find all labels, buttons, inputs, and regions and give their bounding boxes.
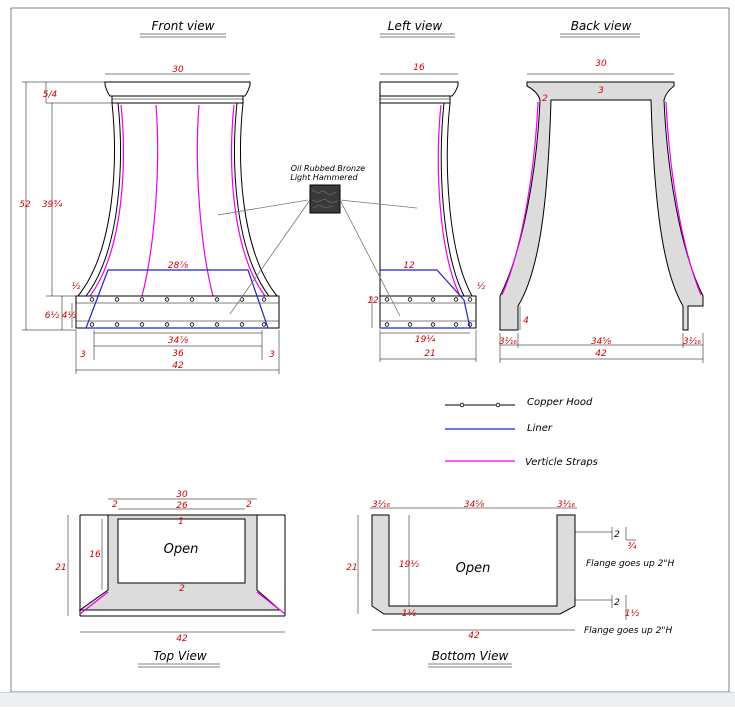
top-left-margin-dim: 2: [112, 500, 118, 510]
front-total-height-dim: 52: [19, 200, 31, 210]
legend-liner: Liner: [527, 423, 553, 434]
top-rim-dim: 1: [178, 517, 184, 527]
back-view: 30 3 2 4 3¹⁄₁₆ 34⅝ 3¹⁄₁₆ 42: [499, 59, 704, 363]
back-right-leg-dim: 3¹⁄₁₆: [683, 337, 701, 347]
bottom-view-title: Bottom View: [432, 649, 509, 663]
back-opening-dim: 34⅝: [591, 337, 611, 347]
front-band-dim: ½: [72, 282, 81, 292]
finish-line2: Light Hammered: [290, 173, 358, 182]
flange-note-top: Flange goes up 2"H: [586, 559, 674, 569]
bottom-open-label: Open: [456, 561, 491, 576]
front-inner-width-dim: 36: [172, 349, 184, 359]
front-side-left-dim: 3: [80, 350, 86, 360]
back-side-dim: 2: [542, 94, 548, 104]
top-depth-dim: 21: [55, 563, 66, 573]
top-view: Open 30 26 2 2 1 2 21 16 42: [55, 490, 286, 644]
left-band-dim: ½: [477, 282, 486, 292]
flange-b-dim: ¾: [628, 542, 637, 552]
top-inner-dim: 26: [176, 501, 188, 511]
top-open-label: Open: [164, 542, 199, 557]
bottom-depth-dim: 21: [346, 563, 357, 573]
top-inner-depth-dim: 16: [89, 550, 101, 560]
front-band-h2-dim: 4½: [62, 311, 77, 321]
viewer-bottom-bar: [0, 692, 735, 707]
legend-straps: Verticle Straps: [525, 457, 598, 468]
left-liner-top-dim: 12: [403, 261, 415, 271]
front-side-right-dim: 3: [269, 350, 275, 360]
bottom-left-leg-dim: 3¹⁄₁₆: [372, 500, 390, 510]
left-view-title: Left view: [388, 19, 443, 33]
view-titles: Front view Left view Back view Top View …: [138, 19, 640, 668]
bottom-overall-dim: 42: [468, 631, 480, 641]
legend-copper: Copper Hood: [527, 397, 593, 408]
back-overall-dim: 42: [595, 349, 607, 359]
top-right-margin-dim: 2: [246, 500, 252, 510]
front-overall-dim: 42: [172, 361, 184, 371]
flange-a-dim: 2: [614, 530, 620, 540]
front-view: 30 52 5/4 39¾ 28⅞ ½ 6½ 4½ 34⅞ 36 3 3 42: [19, 65, 311, 374]
bottom-inner-depth-dim: 19½: [399, 560, 419, 570]
top-overall-top-dim: 30: [176, 490, 188, 500]
back-top-width-dim: 30: [595, 59, 607, 69]
front-band-h1-dim: 6½: [45, 311, 60, 321]
front-liner-bottom-dim: 34⅞: [168, 336, 188, 346]
finish-swatch: Oil Rubbed Bronze Light Hammered: [290, 164, 366, 214]
front-view-title: Front view: [152, 19, 215, 33]
bottom-rim-dim: 1½: [402, 609, 417, 619]
front-liner-top-dim: 28⅞: [168, 261, 188, 271]
bottom-right-leg-dim: 3¹⁄₁₆: [557, 500, 575, 510]
back-left-leg-dim: 3¹⁄₁₆: [499, 337, 517, 347]
top-view-title: Top View: [153, 649, 207, 663]
back-foot-dim: 4: [523, 316, 529, 326]
bottom-opening-dim: 34⅝: [464, 500, 484, 510]
front-crown-dim: 5/4: [43, 90, 58, 100]
left-overall-dim: 21: [424, 349, 435, 359]
front-top-width-dim: 30: [172, 65, 184, 75]
back-view-title: Back view: [571, 19, 632, 33]
left-liner-height-dim: 12: [367, 296, 379, 306]
flange-note-bottom: Flange goes up 2"H: [584, 626, 672, 636]
left-top-depth-dim: 16: [413, 63, 425, 73]
finish-line1: Oil Rubbed Bronze: [291, 164, 366, 173]
bottom-view: 3¹⁄₁₆ 34⅝ 3¹⁄₁₆ Open 21 19½ 1½ 42 2 ¾ Fl…: [346, 500, 674, 641]
front-body-height-dim: 39¾: [42, 200, 62, 210]
flange-c-dim: 2: [614, 598, 620, 608]
flange-d-dim: 1½: [625, 609, 640, 619]
left-liner-bottom-dim: 19¼: [415, 335, 435, 345]
left-view: 16 12 12 ½ 19¼ 21: [339, 63, 486, 362]
top-overall-dim: 42: [176, 634, 188, 644]
legend: Copper Hood Liner Verticle Straps: [445, 397, 598, 468]
back-top-band-dim: 3: [598, 86, 604, 96]
top-bottom-rim-dim: 2: [179, 584, 185, 594]
